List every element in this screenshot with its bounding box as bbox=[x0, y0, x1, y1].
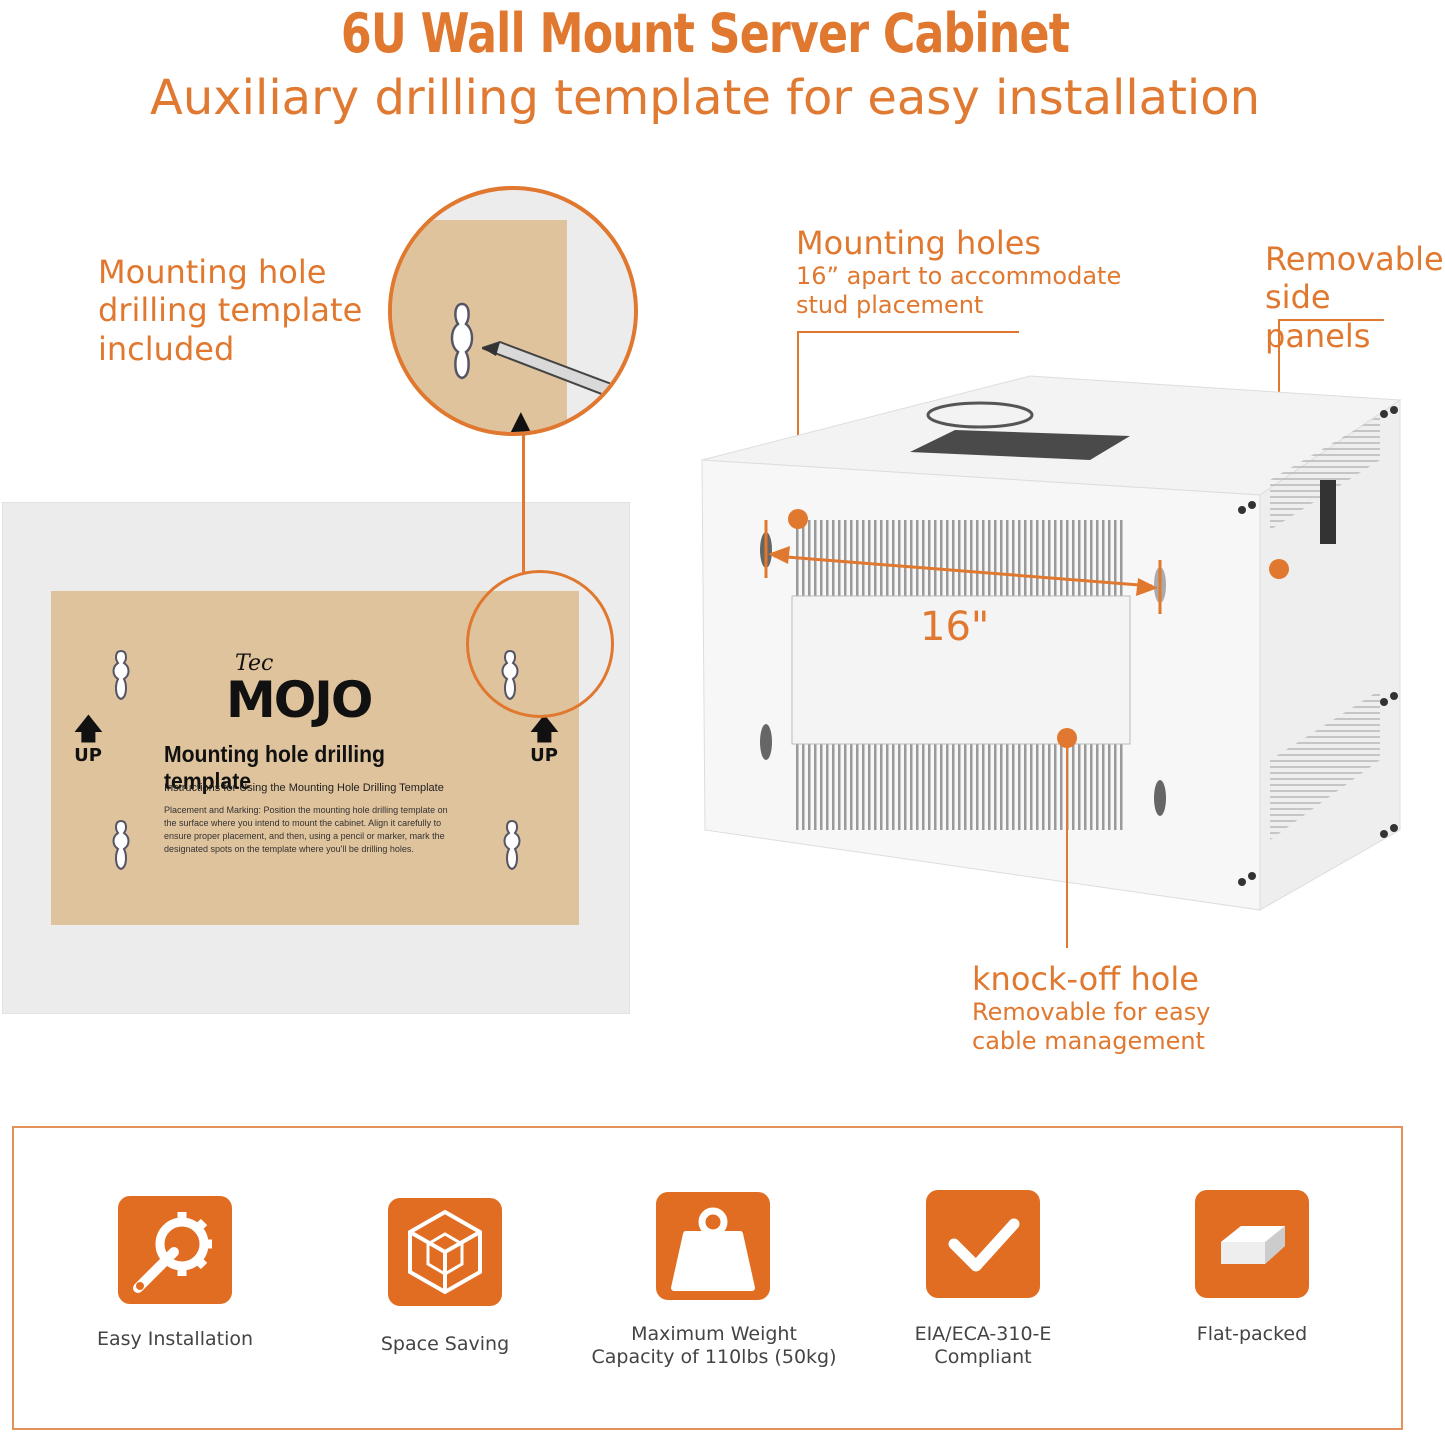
wrench-gear-icon bbox=[118, 1196, 232, 1304]
zoom-circle: ▲ bbox=[388, 186, 638, 436]
template-zoom-area bbox=[392, 220, 567, 432]
mounting-holes-callout: Mounting holes 16” apart to accommodate … bbox=[796, 224, 1121, 320]
feature-label-line: Capacity of 110lbs (50kg) bbox=[591, 1345, 837, 1368]
instructions-line: designated spots on the template where y… bbox=[164, 844, 414, 854]
instructions-line: ensure proper placement, and then, using… bbox=[164, 831, 445, 841]
mounting-hole-marker bbox=[788, 509, 808, 529]
instructions-line: the surface where you intend to mount th… bbox=[164, 818, 442, 828]
dimension-label: 16" bbox=[920, 604, 990, 650]
up-arrow-icon: ▲ bbox=[504, 402, 538, 436]
feature-label-line: Maximum Weight bbox=[631, 1323, 797, 1345]
mounting-callout-line1: 16” apart to accommodate bbox=[796, 262, 1122, 291]
template-callout: Mounting hole drilling template included bbox=[98, 253, 362, 368]
page-subtitle: Auxiliary drilling template for easy ins… bbox=[149, 70, 1261, 126]
knockoff-title: knock-off hole bbox=[972, 960, 1199, 998]
up-label: UP bbox=[74, 745, 102, 766]
side-panels-line1: Removable bbox=[1265, 240, 1444, 278]
feature-label: Easy Installation bbox=[80, 1328, 270, 1351]
page-title: 6U Wall Mount Server Cabinet bbox=[340, 2, 1070, 65]
feature-label: Maximum Weight Capacity of 110lbs (50kg) bbox=[590, 1323, 838, 1369]
feature-label: EIA/ECA-310-E Compliant bbox=[880, 1323, 1086, 1369]
knockoff-callout: knock-off hole Removable for easy cable … bbox=[972, 960, 1210, 1056]
feature-label: Space Saving bbox=[350, 1333, 540, 1356]
up-arrow-icon: 🡅 bbox=[73, 713, 104, 746]
feature-label-line: Easy Installation bbox=[96, 1328, 254, 1350]
knockoff-line1: Removable for easy bbox=[972, 998, 1211, 1027]
template-callout-line3: included bbox=[98, 329, 235, 368]
knockoff-leader bbox=[1066, 738, 1068, 948]
instructions-line: Placement and Marking: Position the moun… bbox=[164, 805, 448, 815]
feature-label-line: Space Saving bbox=[380, 1333, 510, 1355]
pencil-icon bbox=[482, 340, 622, 400]
template-callout-line2: drilling template bbox=[98, 291, 363, 330]
keyhole-slot-icon bbox=[503, 819, 521, 871]
highlight-circle bbox=[466, 570, 614, 718]
template-heading: Mounting hole drilling template bbox=[164, 741, 385, 794]
side-panels-line2: side panels bbox=[1265, 278, 1371, 355]
weight-icon bbox=[656, 1192, 770, 1300]
mounting-callout-underline bbox=[797, 331, 1019, 333]
dimension-arrow bbox=[764, 520, 1162, 614]
keyhole-slot-icon bbox=[450, 302, 474, 380]
brand-logo: MOJO bbox=[226, 671, 373, 729]
up-indicator-left: 🡅 UP bbox=[73, 713, 104, 767]
knockoff-line2: cable management bbox=[972, 1027, 1205, 1056]
brand-logo-small: Tec bbox=[235, 651, 274, 676]
side-panels-callout: Removable side panels bbox=[1265, 240, 1445, 355]
feature-label-line: Flat-packed bbox=[1196, 1323, 1308, 1345]
feature-label: Flat-packed bbox=[1158, 1323, 1346, 1346]
template-callout-line1: Mounting hole bbox=[98, 253, 327, 291]
up-label: UP bbox=[530, 745, 558, 766]
keyhole-slot-icon bbox=[112, 819, 130, 871]
up-indicator-right: 🡅 UP bbox=[529, 713, 560, 767]
keyhole-slot-icon bbox=[112, 649, 130, 701]
instructions-body: Placement and Marking: Position the moun… bbox=[164, 804, 448, 856]
mounting-callout-line2: stud placement bbox=[796, 291, 984, 320]
cube-icon bbox=[388, 1198, 502, 1306]
server-cabinet-illustration bbox=[701, 375, 1402, 911]
side-panels-underline bbox=[1278, 319, 1384, 321]
up-arrow-icon: 🡅 bbox=[529, 713, 560, 746]
features-panel bbox=[12, 1126, 1403, 1430]
side-panel-marker bbox=[1269, 559, 1289, 579]
flat-box-icon bbox=[1195, 1190, 1309, 1298]
instructions-title: Instructions for Using the Mounting Hole… bbox=[164, 782, 444, 794]
checkmark-icon bbox=[926, 1190, 1040, 1298]
feature-label-line: EIA/ECA-310-E bbox=[914, 1323, 1052, 1345]
connector-line bbox=[522, 430, 525, 572]
mounting-callout-title: Mounting holes bbox=[796, 224, 1042, 262]
mounting-callout-leader bbox=[797, 331, 799, 519]
feature-label-line: Compliant bbox=[934, 1345, 1032, 1368]
